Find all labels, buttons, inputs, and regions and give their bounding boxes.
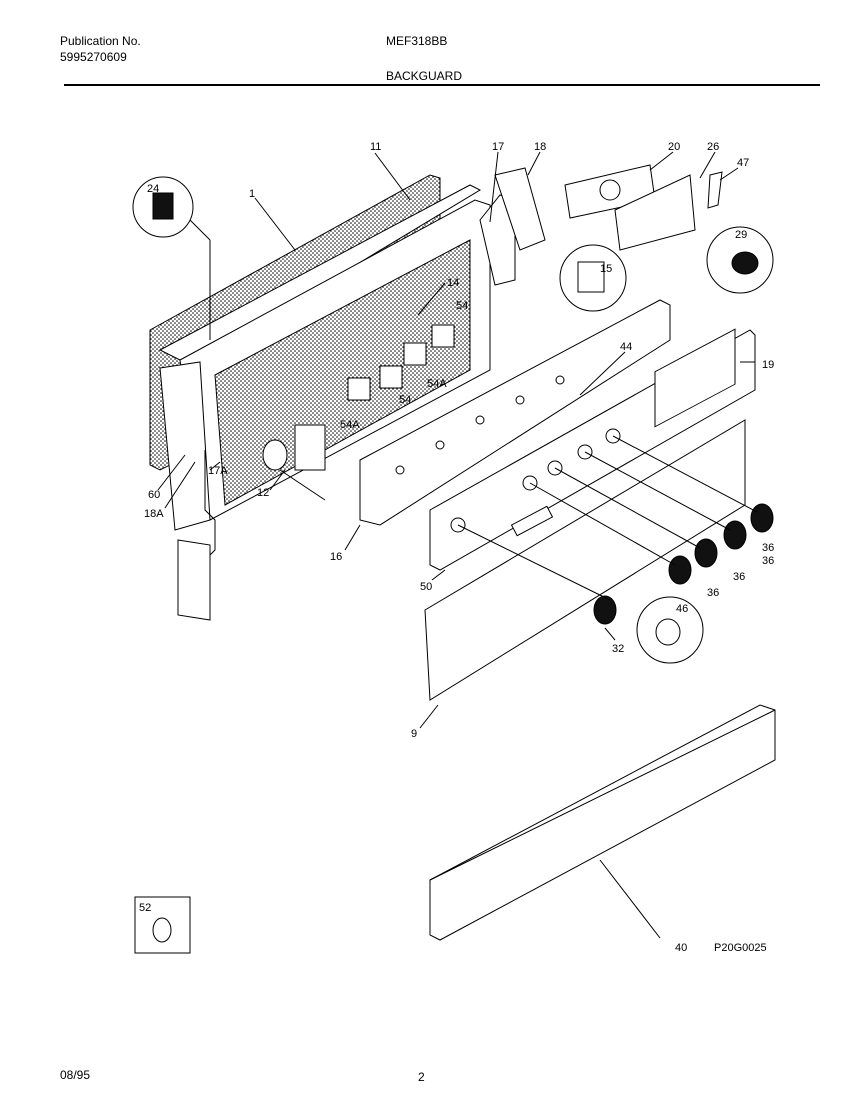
part-label: 14 (447, 277, 459, 289)
part-label: 12 (257, 487, 269, 499)
part-label: 47 (737, 157, 749, 169)
part-label: 26 (707, 141, 719, 153)
part-label: 52 (139, 902, 151, 914)
detail-circle-46 (636, 596, 704, 664)
model-number: MEF318BB (386, 34, 448, 48)
overlay-panel-part (429, 328, 756, 571)
section-title: BACKGUARD (386, 69, 463, 83)
publication-label: Publication No. (60, 34, 141, 48)
part-label: 36 (762, 555, 774, 567)
drawing-id: P20G0025 (714, 942, 767, 954)
part-label: 29 (735, 229, 747, 241)
part-label: 16 (330, 551, 342, 563)
part-label: 17 (492, 141, 504, 153)
vent-trim-part (429, 704, 776, 941)
thermostat-part (262, 424, 326, 501)
part-labels: 24 1 11 17 18 20 26 47 29 15 14 54 54 44… (139, 141, 774, 954)
part-label: 19 (762, 359, 774, 371)
part-label: 20 (668, 141, 680, 153)
lower-trim-part (424, 419, 746, 701)
part-label: 50 (420, 581, 432, 593)
detail-circle-15 (559, 244, 627, 312)
publication-number: 5995270609 (60, 50, 127, 64)
part-label: 46 (676, 603, 688, 615)
part-label: 54A (427, 378, 447, 390)
part-label: 1 (249, 188, 255, 200)
detail-circle-29 (706, 226, 774, 294)
part-label: 40 (675, 942, 687, 954)
page-number: 2 (418, 1070, 425, 1084)
part-label: 36 (733, 571, 745, 583)
part-label: 44 (620, 341, 632, 353)
control-panel-part (359, 299, 671, 526)
part-label: 54 (399, 394, 411, 406)
part-label: 17A (208, 465, 228, 477)
leader-lines (157, 151, 758, 939)
part-label: 11 (370, 141, 381, 153)
part-label: 24 (147, 183, 159, 195)
part-label: 18A (144, 508, 164, 520)
part-label: 54A (340, 419, 360, 431)
backguard-frame-part (159, 199, 491, 531)
part-label: 36 (707, 587, 719, 599)
detail-circle-24 (132, 176, 211, 340)
detail-box-52 (134, 896, 191, 954)
clock-parts (564, 164, 723, 251)
part-label: 36 (762, 542, 774, 554)
knob-parts (593, 503, 774, 625)
part-label: 18 (534, 141, 546, 153)
header-rule (64, 84, 820, 86)
side-bracket-part (177, 450, 216, 621)
footer-date: 08/95 (60, 1068, 91, 1082)
part-label: 9 (411, 728, 417, 740)
switch-parts (347, 324, 455, 401)
part-label: 54 (456, 300, 468, 312)
part-label: 60 (148, 489, 160, 501)
part-label: 15 (600, 263, 612, 275)
part-label: 32 (612, 643, 624, 655)
upright-parts (479, 167, 546, 286)
